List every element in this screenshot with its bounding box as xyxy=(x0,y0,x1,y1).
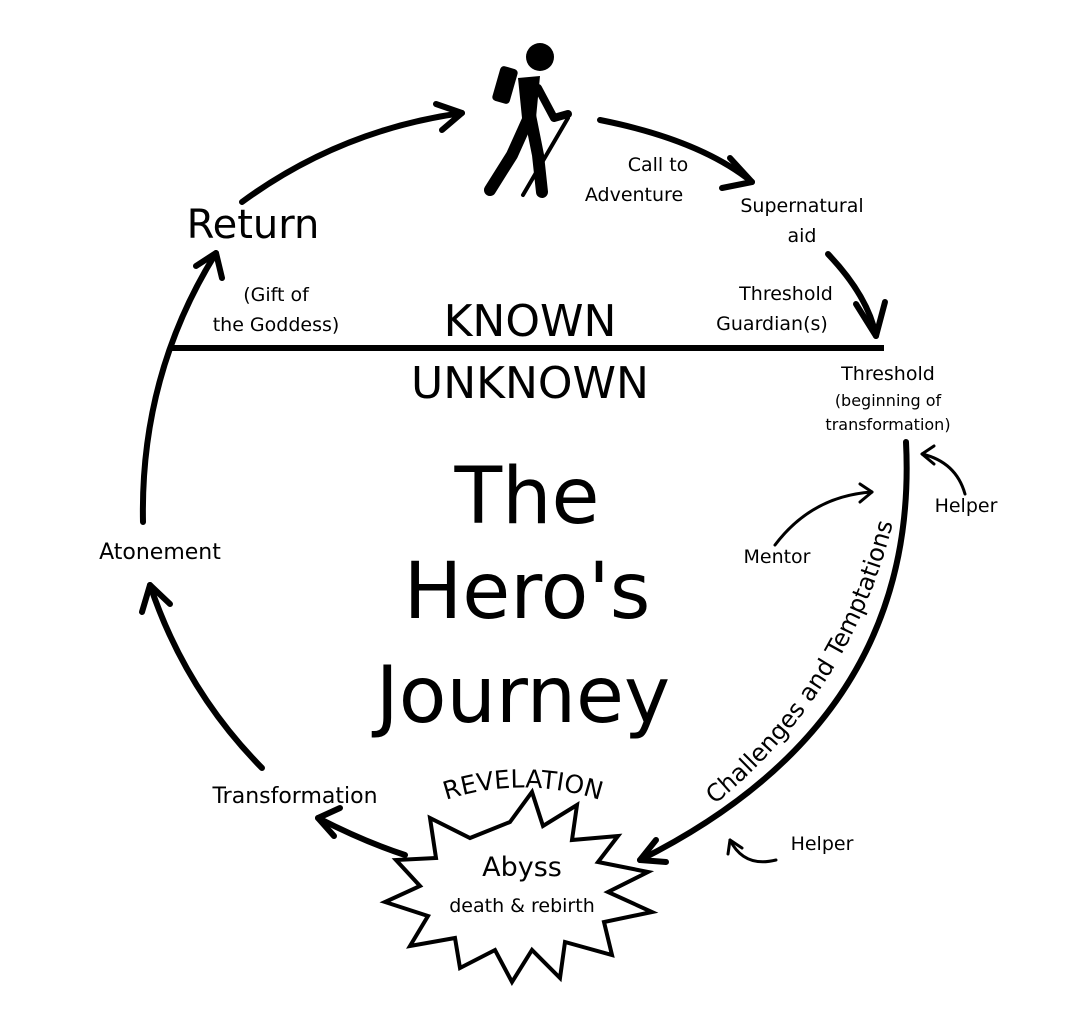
threshold-guardian-label-2: Guardian(s) xyxy=(716,313,828,335)
helper-bottom-label: Helper xyxy=(791,833,854,855)
arrow-call xyxy=(597,117,755,185)
starburst-icon xyxy=(379,787,659,986)
arrow-mentor xyxy=(773,490,874,547)
arrow-return xyxy=(139,250,219,525)
helper-top-label: Helper xyxy=(935,495,998,517)
title-line-2: Hero's xyxy=(404,547,651,637)
supernatural-aid-label-1: Supernatural xyxy=(740,195,863,217)
return-label: Return xyxy=(187,202,320,248)
title-line-1: The xyxy=(453,452,599,542)
abyss-subtitle: death & rebirth xyxy=(449,895,595,917)
gift-label-2: the Goddess) xyxy=(213,314,340,336)
threshold-sub-label-2: transformation) xyxy=(825,415,950,434)
arrow-challenges xyxy=(637,439,910,863)
gift-label-1: (Gift of xyxy=(243,284,310,306)
arrow-atonement xyxy=(147,582,265,771)
arrow-helper-top xyxy=(920,452,967,496)
revelation-label: REVELATION xyxy=(439,764,606,805)
threshold-guardian-label-1: Threshold xyxy=(738,283,833,305)
hiker-icon xyxy=(484,43,572,198)
title-line-3: Journey xyxy=(371,651,670,741)
arrow-helper-bottom xyxy=(728,838,778,864)
unknown-label: UNKNOWN xyxy=(411,358,649,409)
call-to-adventure-label-2: Adventure xyxy=(585,184,683,206)
arrow-transformation xyxy=(315,815,408,858)
atonement-label: Atonement xyxy=(99,540,221,565)
mentor-label: Mentor xyxy=(743,546,810,568)
abyss-label: Abyss xyxy=(482,852,562,883)
supernatural-aid-label-2: aid xyxy=(788,225,817,247)
threshold-sub-label-1: (beginning of xyxy=(835,391,942,410)
known-label: KNOWN xyxy=(444,296,617,347)
transformation-label: Transformation xyxy=(211,784,377,809)
call-to-adventure-label-1: Call to xyxy=(628,154,689,176)
threshold-label: Threshold xyxy=(840,363,935,385)
arrow-to-hero xyxy=(239,110,465,205)
